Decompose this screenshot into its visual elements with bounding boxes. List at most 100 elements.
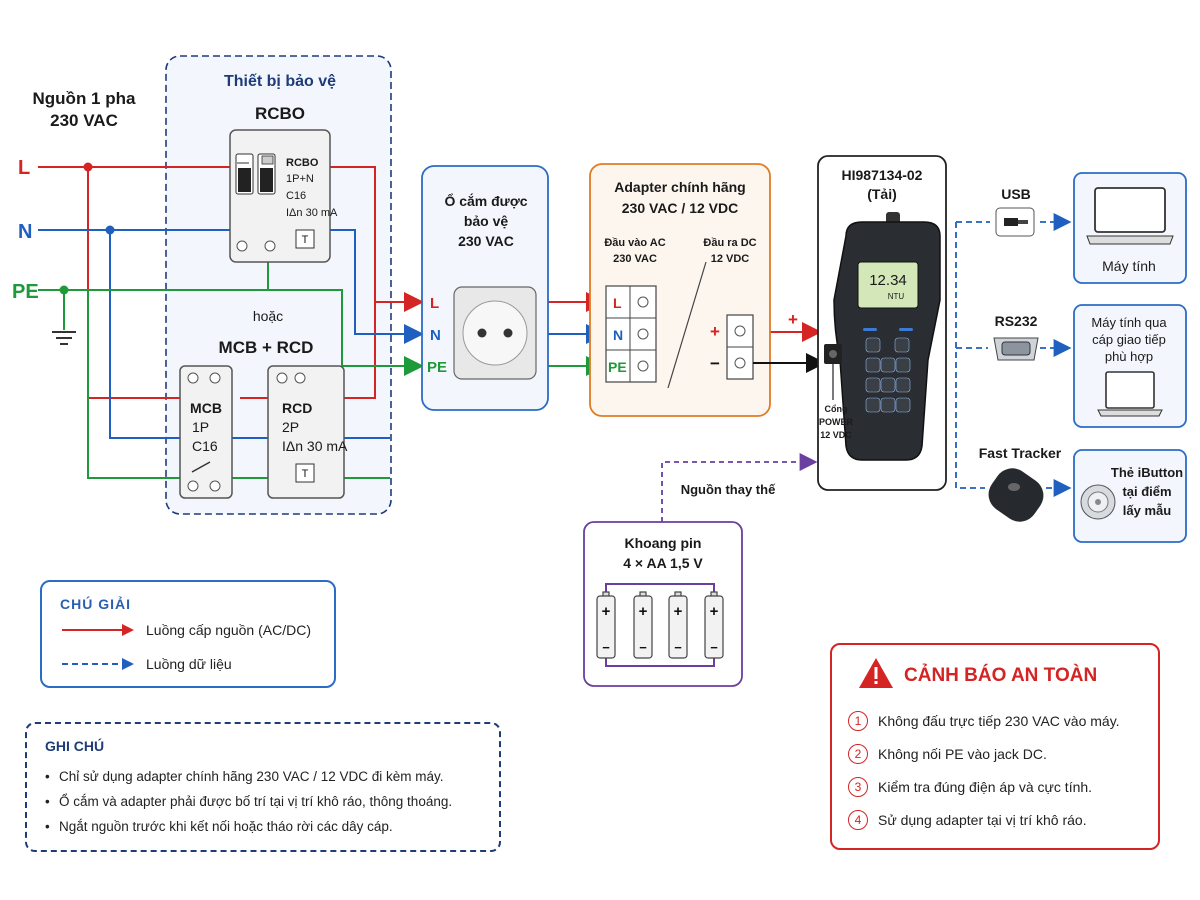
laptop-icon xyxy=(1086,187,1174,245)
power-jack-icon xyxy=(824,344,842,400)
battery-title-line2: 4 × AA 1,5 V xyxy=(623,555,703,571)
warning-title: CẢNH BÁO AN TOÀN xyxy=(904,665,1098,686)
usb-label: USB xyxy=(1001,186,1031,202)
usb-icon xyxy=(995,207,1035,237)
adapter-dc-terminal xyxy=(726,314,754,380)
battery-cells xyxy=(596,583,724,667)
or-text: hoặc xyxy=(253,308,283,324)
socket-title-line1: Ổ cắm được xyxy=(444,192,527,209)
cell1-plus: + xyxy=(602,603,611,620)
display-unit: NTU xyxy=(888,292,905,301)
label-N: N xyxy=(18,221,32,243)
rcbo-residual: IΔn 30 mA xyxy=(286,207,338,219)
ibutton-line3: lấy mẫu xyxy=(1123,503,1171,518)
adapter-title-line2: 230 VAC / 12 VDC xyxy=(622,200,738,216)
display-value: 12.34 xyxy=(869,272,907,289)
socket-outlet-icon xyxy=(453,286,537,380)
junction-L xyxy=(83,162,93,172)
mcb-rating: C16 xyxy=(192,438,218,454)
warning-icon xyxy=(859,658,893,688)
adapter-minus: − xyxy=(710,354,720,373)
rcbo-poles: 1P+N xyxy=(286,173,314,185)
legend-data-row: Luồng dữ liệu xyxy=(62,656,232,672)
label-PE: PE xyxy=(12,281,39,303)
mcb-rcd-title: MCB + RCD xyxy=(219,338,314,357)
notes-panel: GHI CHÚ •Chỉ sử dụng adapter chính hãng … xyxy=(25,722,501,852)
adapter-title-line1: Adapter chính hãng xyxy=(614,179,745,195)
cell2-minus: − xyxy=(639,640,647,655)
source-title-line1: Nguồn 1 pha xyxy=(33,89,136,108)
notes-title: GHI CHÚ xyxy=(45,738,105,754)
cell2-plus: + xyxy=(639,603,648,620)
device-keypad[interactable] xyxy=(865,337,911,413)
adapter-plus: + xyxy=(710,322,720,341)
dc-plus-label: + xyxy=(788,310,798,329)
rs232-label: RS232 xyxy=(995,313,1038,329)
pc-usb-text: Máy tính xyxy=(1102,258,1156,274)
wire-N xyxy=(38,229,606,439)
rcd-residual: IΔn 30 mA xyxy=(282,438,348,454)
blue-dashed-arrow-icon xyxy=(62,658,134,670)
socket-N: N xyxy=(430,327,441,344)
ground-icon xyxy=(52,331,76,345)
wire-battery-alt xyxy=(661,453,818,522)
fast-tracker-label: Fast Tracker xyxy=(979,445,1062,461)
adapter-out-line2: 12 VDC xyxy=(711,253,750,265)
adapter-N: N xyxy=(613,327,623,343)
port-line3: 12 VDC xyxy=(820,430,852,440)
rcd-device xyxy=(267,365,345,499)
adapter-ac-terminal xyxy=(605,285,657,383)
cell3-plus: + xyxy=(674,603,683,620)
battery-frame xyxy=(583,521,743,687)
device-title-line2: (Tải) xyxy=(867,186,897,202)
cell4-minus: − xyxy=(710,640,718,655)
ibutton-line2: tại điểm xyxy=(1122,484,1171,499)
ibutton-line1: Thẻ iButton xyxy=(1111,465,1183,480)
legend-title: CHÚ GIẢI xyxy=(60,596,131,612)
rcbo-device xyxy=(229,129,331,263)
legend-power-row: Luồng cấp nguồn (AC/DC) xyxy=(62,622,311,638)
cell4-plus: + xyxy=(710,603,719,620)
label-L: L xyxy=(18,157,30,179)
adapter-in-line2: 230 VAC xyxy=(613,253,657,265)
junction-PE xyxy=(59,285,69,295)
fast-tracker-icon xyxy=(988,468,1044,522)
ibutton-icon xyxy=(1080,484,1116,520)
battery-alt-label: Nguồn thay thế xyxy=(681,482,776,497)
mcb-label: MCB xyxy=(190,400,222,416)
adapter-in-line1: Đầu vào AC xyxy=(604,237,665,249)
adapter-PE: PE xyxy=(608,359,627,375)
adapter-out-line1: Đầu ra DC xyxy=(703,237,756,249)
data-links xyxy=(955,213,1072,497)
junction-N xyxy=(105,225,115,235)
source-title-line2: 230 VAC xyxy=(50,111,118,130)
rcbo-title: RCBO xyxy=(255,104,305,123)
rcd-label: RCD xyxy=(282,400,312,416)
rcbo-rating: C16 xyxy=(286,190,306,202)
protection-title: Thiết bị bảo vệ xyxy=(224,73,336,90)
rcbo-label: RCBO xyxy=(286,157,319,169)
adapter-divider xyxy=(667,261,707,389)
legend-power-text: Luồng cấp nguồn (AC/DC) xyxy=(146,622,311,638)
socket-PE: PE xyxy=(427,359,447,376)
socket-L: L xyxy=(430,295,439,312)
device-title-line1: HI987134-02 xyxy=(842,167,923,183)
red-arrow-icon xyxy=(62,624,134,636)
adapter-L: L xyxy=(613,295,622,311)
note-item: •Ổ cắm và adapter phải được bố trí tại v… xyxy=(45,794,453,809)
pc-rs232-box xyxy=(1073,304,1187,428)
port-line2: POWER xyxy=(819,417,854,427)
db9-icon xyxy=(993,337,1039,361)
cell1-minus: − xyxy=(602,640,610,655)
legend-panel: CHÚ GIẢI Luồng cấp nguồn (AC/DC) Luồng d… xyxy=(40,580,336,688)
note-item: •Chỉ sử dụng adapter chính hãng 230 VAC … xyxy=(45,769,444,784)
pc-rs232-line3: phù hợp xyxy=(1105,349,1153,364)
pc-rs232-line1: Máy tính qua xyxy=(1091,315,1167,330)
cell3-minus: − xyxy=(674,640,682,655)
